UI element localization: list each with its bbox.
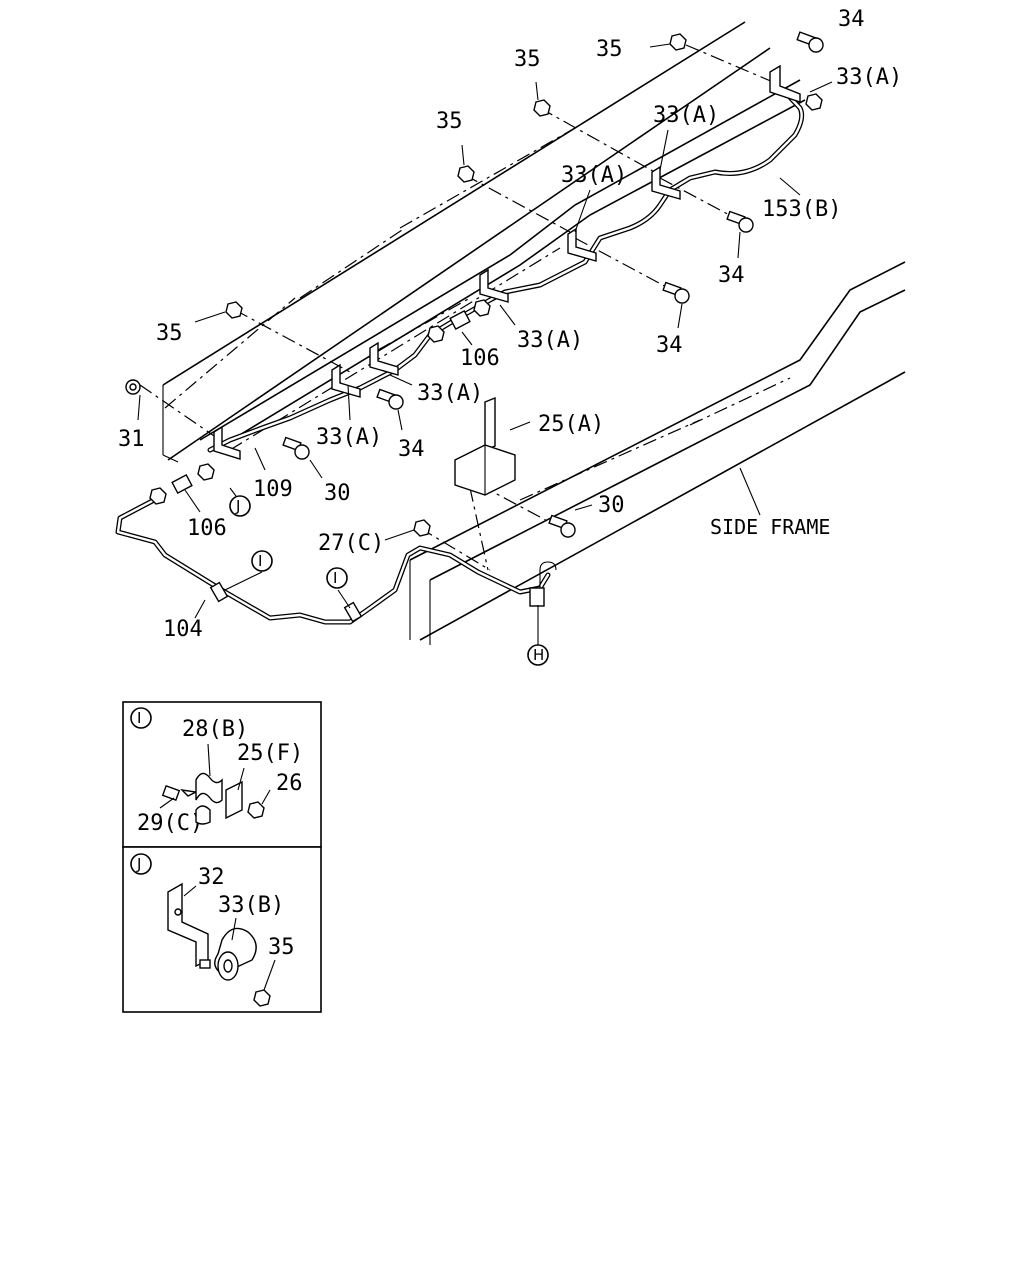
union-106-a	[427, 299, 491, 343]
clips-on-104	[209, 581, 363, 623]
nut-35-c	[457, 165, 475, 183]
bolt-34-d	[376, 388, 404, 410]
label-104: 104	[163, 617, 203, 642]
bolt-30-b	[548, 514, 576, 538]
detail-i-label-25f: 25(F)	[237, 741, 303, 766]
clip-33a-5	[369, 341, 399, 376]
detail-box-j: J 32 33(B) 35	[122, 846, 322, 1013]
label-35-b: 35	[514, 47, 541, 72]
fitting-h	[529, 561, 557, 607]
label-34-c: 34	[656, 333, 683, 358]
detail-i-tag: I	[137, 709, 141, 727]
label-106-b: 106	[187, 516, 227, 541]
label-34-b: 34	[718, 263, 745, 288]
label-30-a: 30	[324, 481, 351, 506]
label-31: 31	[118, 427, 145, 452]
label-33a-e: 33(A)	[417, 381, 483, 406]
brake-pipe-153b	[207, 89, 805, 453]
union-106-b	[149, 463, 215, 505]
fasteners	[125, 31, 824, 607]
label-30-b: 30	[598, 493, 625, 518]
label-33a-top: 33(A)	[836, 65, 902, 90]
nut-35-d	[225, 301, 243, 319]
bracket-25a	[454, 396, 516, 496]
nut-35-top	[669, 33, 687, 51]
detail-j-label-33b: 33(B)	[218, 893, 284, 918]
label-27c: 27(C)	[318, 531, 384, 556]
clip-33a-1	[769, 64, 801, 103]
clip-33a-2	[651, 165, 681, 200]
label-35-top: 35	[596, 37, 623, 62]
label-25a: 25(A)	[538, 412, 604, 437]
detail-i-parts	[159, 743, 271, 825]
detail-j-label-32: 32	[198, 865, 225, 890]
bolt-34-top	[796, 31, 824, 53]
label-153b: 153(B)	[762, 197, 841, 222]
detail-j-parts	[167, 882, 276, 1007]
leader-lines	[137, 43, 833, 645]
nut-33a-top	[805, 93, 823, 111]
callout-i-2: I	[326, 567, 348, 589]
label-34-d: 34	[398, 437, 425, 462]
detail-j-tag: J	[136, 855, 141, 873]
callouts: J I I H	[229, 495, 549, 666]
nut-35-b	[533, 99, 551, 117]
svg-text:I: I	[258, 552, 262, 570]
callout-h: H	[527, 644, 549, 666]
svg-text:I: I	[333, 569, 337, 587]
detail-box-i: I 28(B) 25(F) 26 29(C)	[122, 701, 322, 848]
labels: 34 35 33(A) 35 33(A) 35 33(A) 153(B) 34 …	[118, 7, 902, 642]
detail-i-label-29c: 29(C)	[137, 811, 203, 836]
label-33a-c: 33(A)	[561, 163, 627, 188]
detail-i-label-28b: 28(B)	[182, 717, 248, 742]
label-106-a: 106	[460, 346, 500, 371]
clip-33a-4	[479, 268, 509, 303]
bolt-34-b	[726, 210, 754, 233]
detail-i-label-26: 26	[276, 771, 303, 796]
detail-j-label-35: 35	[268, 935, 295, 960]
label-33a-b: 33(A)	[653, 103, 719, 128]
bolt-30-a	[282, 436, 310, 460]
alignment-lines	[139, 44, 781, 571]
nut-27c	[413, 519, 431, 537]
label-33a-f: 33(A)	[316, 425, 382, 450]
bolt-34-c	[662, 281, 690, 304]
callout-j: J	[229, 495, 251, 517]
label-side-frame: SIDE FRAME	[710, 515, 830, 539]
svg-text:J: J	[235, 497, 240, 515]
bracket-32-main	[213, 425, 241, 460]
label-33a-d: 33(A)	[517, 328, 583, 353]
label-34-top: 34	[838, 7, 865, 32]
washer-31	[125, 379, 141, 395]
label-35-d: 35	[156, 321, 183, 346]
frame-rail-upper	[162, 21, 806, 463]
brake-pipe-104	[115, 495, 551, 625]
svg-text:H: H	[533, 646, 544, 664]
label-35-c: 35	[436, 109, 463, 134]
clip-33a-3	[567, 227, 597, 262]
frame-rail-lower	[409, 261, 906, 645]
label-109: 109	[253, 477, 293, 502]
clip-33a-group	[213, 64, 801, 460]
clip-33a-6	[331, 363, 361, 398]
callout-i-1: I	[251, 550, 273, 572]
